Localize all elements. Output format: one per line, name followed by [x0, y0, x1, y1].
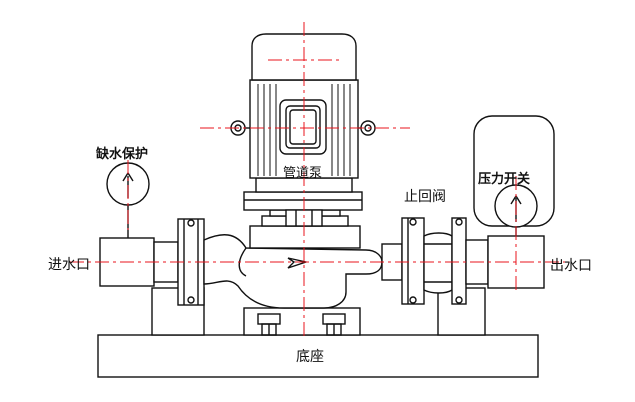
check-valve-flange-right: [451, 217, 467, 305]
bolt-right: [322, 313, 346, 336]
low-water-protection-label: 缺水保护: [96, 147, 149, 162]
pump-neck: [249, 225, 361, 249]
flow-arrow: [287, 257, 309, 269]
check-valve-body: [423, 232, 453, 294]
pump-volute: [203, 234, 383, 309]
pressure-switch-label: 压力开关: [478, 172, 531, 187]
check-valve-label: 止回阀: [404, 189, 446, 205]
coupling-bracket: [243, 191, 363, 211]
outlet-label: 出水口: [550, 258, 592, 274]
base-label: 底座: [296, 349, 324, 365]
base-plate: [97, 334, 539, 378]
pump-label: 管道泵: [283, 166, 323, 181]
terminal-box: [279, 99, 327, 155]
bolt-left: [257, 313, 281, 336]
inlet-label: 进水口: [48, 257, 90, 273]
check-valve-flange-left: [401, 217, 425, 305]
